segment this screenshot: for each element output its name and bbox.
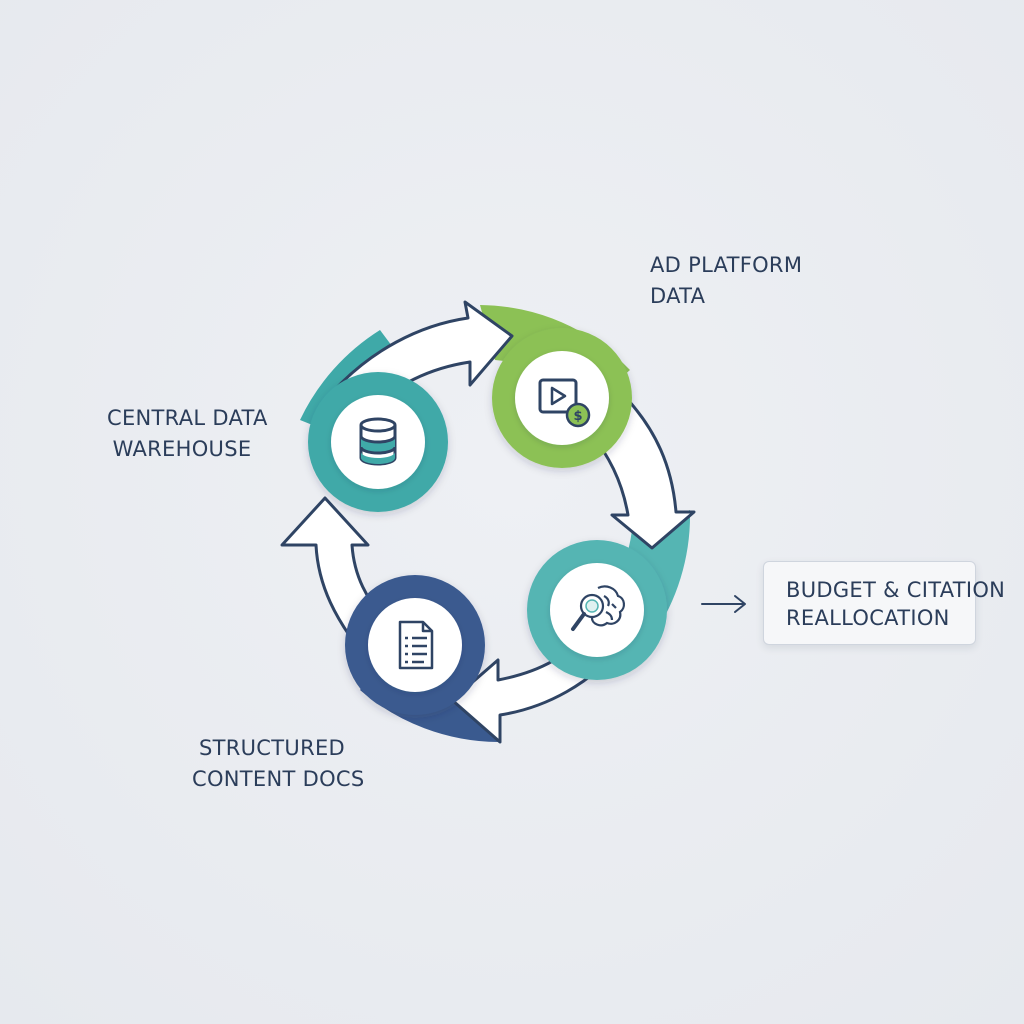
ad-platform-label-line-2: DATA [650, 284, 706, 308]
warehouse-label-line-2: WAREHOUSE [112, 437, 252, 461]
ad-platform-label-line-1: AD PLATFORM [650, 253, 803, 277]
svg-text:$: $ [573, 409, 582, 424]
warehouse-label-line-1: CENTRAL DATA [107, 406, 268, 430]
node-ad-platform: $ [492, 328, 632, 468]
docs-label-line-1: STRUCTURED [198, 736, 345, 760]
node-docs [345, 575, 485, 715]
budget-citation-reallocation-box: BUDGET & CITATION REALLOCATION [763, 561, 1005, 645]
document-list-icon [398, 620, 434, 670]
structured-content-docs-label: STRUCTURED CONTENT DOCS [192, 733, 365, 795]
node-analysis [527, 540, 667, 680]
central-data-warehouse-label: CENTRAL DATA WAREHOUSE [107, 403, 268, 465]
output-arrow [701, 595, 746, 613]
docs-label-line-2: CONTENT DOCS [192, 767, 365, 791]
output-label: BUDGET & CITATION REALLOCATION [786, 576, 1005, 632]
ad-platform-data-label: AD PLATFORM DATA [650, 250, 802, 312]
magnifier-brain-icon [571, 585, 625, 631]
database-icon [359, 417, 397, 466]
output-label-line-1: BUDGET & CITATION [786, 578, 1006, 602]
output-label-line-2: REALLOCATION [786, 606, 950, 630]
video-dollar-icon: $ [538, 378, 591, 428]
node-warehouse [308, 372, 448, 512]
